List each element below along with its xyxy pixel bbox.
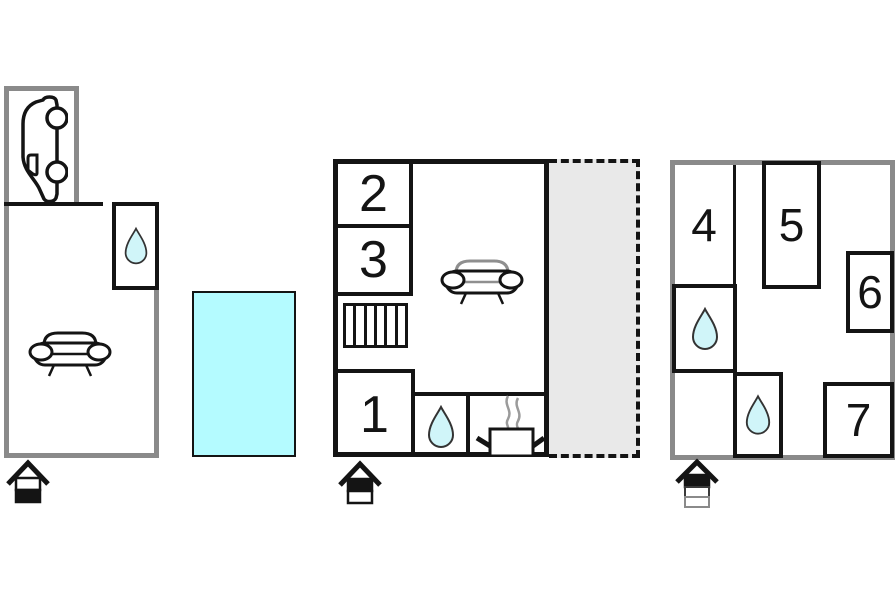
room-4: 4 bbox=[675, 165, 733, 285]
car-wheel bbox=[45, 160, 68, 184]
upper-floor-bathroom bbox=[733, 372, 783, 458]
water-drop-icon bbox=[124, 226, 147, 265]
car-window bbox=[26, 153, 39, 177]
floor-level-icon bbox=[675, 458, 719, 508]
sofa-icon bbox=[440, 259, 524, 305]
car-icon bbox=[21, 95, 68, 204]
room-2-label: 2 bbox=[359, 165, 388, 223]
stairs-icon bbox=[343, 303, 408, 348]
room-5-label: 5 bbox=[778, 199, 805, 251]
water-drop-icon bbox=[691, 306, 718, 350]
swimming-pool bbox=[192, 291, 296, 457]
kitchen bbox=[470, 392, 544, 457]
room-2: 2 bbox=[338, 164, 413, 228]
room-3-label: 3 bbox=[359, 231, 388, 289]
ground-floor-bathroom bbox=[112, 202, 159, 290]
main-floor-bathroom bbox=[415, 392, 470, 457]
floor-level-icon bbox=[6, 459, 50, 504]
terrace-area bbox=[549, 159, 640, 458]
water-drop-icon bbox=[745, 394, 771, 435]
room-1-label: 1 bbox=[360, 386, 389, 444]
room-3: 3 bbox=[338, 228, 413, 296]
room-5: 5 bbox=[762, 161, 821, 289]
room-1: 1 bbox=[338, 369, 415, 457]
garage-dividing-wall bbox=[4, 202, 103, 206]
room-7: 7 bbox=[823, 382, 894, 458]
upper-floor-bathroom bbox=[672, 284, 737, 373]
room-6: 6 bbox=[846, 251, 894, 333]
room-7-label: 7 bbox=[845, 394, 872, 446]
floor-level-icon bbox=[338, 460, 382, 505]
sofa-icon bbox=[28, 331, 112, 377]
stove-icon bbox=[475, 395, 544, 457]
water-drop-icon bbox=[427, 404, 454, 448]
room-6-label: 6 bbox=[857, 266, 883, 318]
car-wheel bbox=[45, 106, 68, 130]
room-4-label: 4 bbox=[691, 199, 717, 251]
